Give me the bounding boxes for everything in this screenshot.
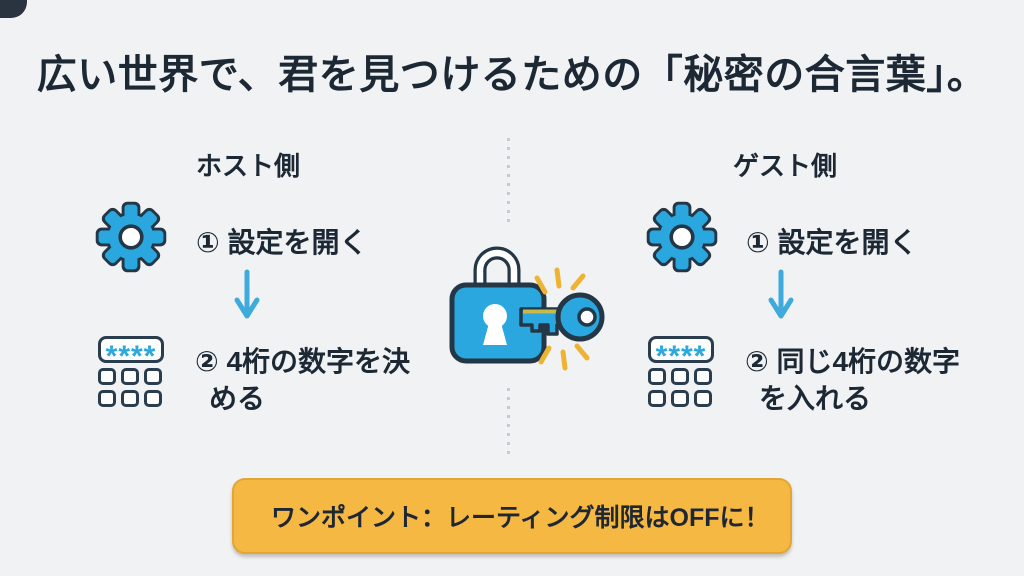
keypad-key: [98, 368, 116, 385]
lock-and-key-icon: [449, 246, 605, 371]
pin-keypad-icon: ****: [648, 336, 714, 407]
host-step1-label: ① 設定を開く: [196, 227, 368, 258]
guest-step1-label: ① 設定を開く: [746, 227, 918, 258]
keypad-key: [694, 368, 712, 385]
keypad-key: [144, 368, 162, 385]
keypad-key: [121, 390, 139, 407]
host-step2-label: ② 4桁の数字を決める: [195, 346, 411, 414]
tip-banner: ワンポイント：レーティング制限はOFFに！: [232, 478, 792, 554]
pin-asterisks: ****: [655, 340, 707, 363]
keypad-key: [671, 368, 689, 385]
corner-mark: [0, 0, 27, 18]
keypad-key: [694, 390, 712, 407]
guest-column-header: ゲスト側: [732, 151, 837, 181]
keypad-key: [121, 368, 139, 385]
pin-asterisks: ****: [105, 340, 157, 363]
keypad-key: [98, 390, 116, 407]
pin-display: ****: [98, 336, 164, 363]
down-arrow-icon: [768, 269, 794, 319]
gear-icon: [95, 201, 167, 273]
keypad-grid: [648, 368, 714, 407]
sparkle-lines: [534, 267, 590, 371]
keypad-key: [671, 390, 689, 407]
pin-display: ****: [648, 336, 714, 363]
pin-keypad-icon: ****: [98, 336, 164, 407]
keypad-grid: [98, 368, 164, 407]
gear-icon: [646, 201, 718, 273]
keypad-key: [144, 390, 162, 407]
slide-title: 広い世界で、君を見つけるための「秘密の合言葉」。: [36, 53, 988, 97]
keypad-key: [648, 368, 666, 385]
guest-step2-label: ② 同じ4桁の数字を入れる: [745, 346, 961, 414]
down-arrow-icon: [234, 269, 260, 319]
host-column-header: ホスト側: [195, 151, 300, 181]
tip-banner-text: ワンポイント：レーティング制限はOFFに！: [271, 504, 770, 532]
divider-dotted-bottom: [507, 388, 510, 454]
divider-dotted-top: [507, 138, 510, 228]
keypad-key: [648, 390, 666, 407]
